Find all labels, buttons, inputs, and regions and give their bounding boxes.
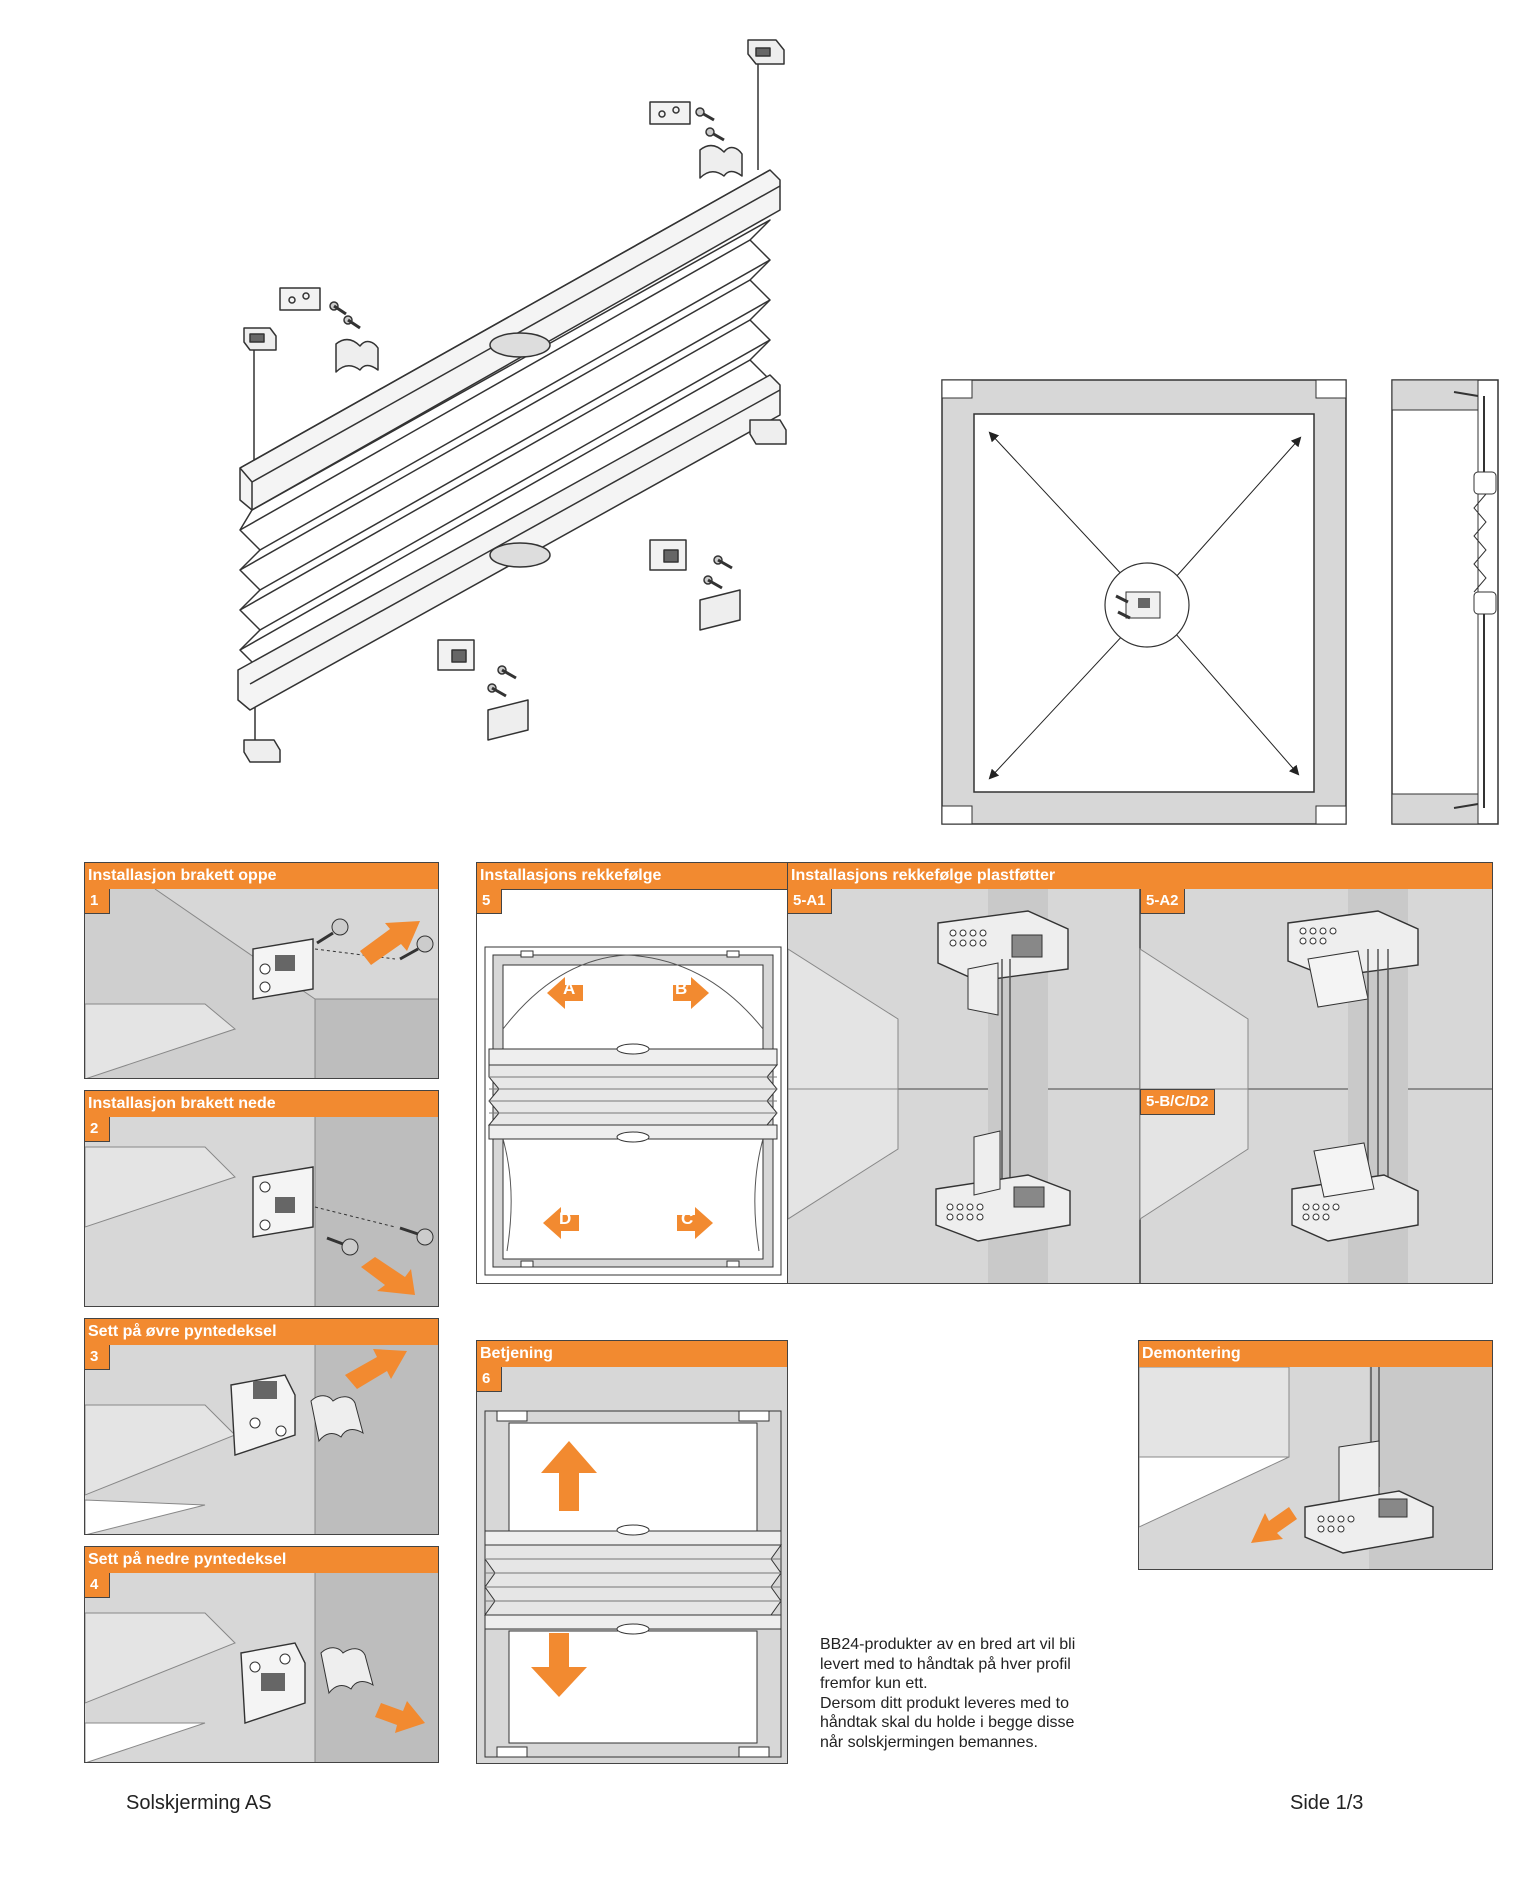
dismount-illustration <box>1139 1367 1492 1569</box>
note-line: når solskjermingen bemannes. <box>820 1733 1038 1751</box>
wall-corner-illustration <box>85 1117 438 1306</box>
panel-top-cover: Sett på øvre pyntedeksel 3 <box>84 1318 439 1535</box>
panel-title: Installasjons rekkefølge <box>477 863 787 890</box>
panel-bracket-top: Installasjon brakett oppe 1 <box>84 862 439 1079</box>
panel-title: Installasjons rekkefølge plastføtter <box>788 863 1492 890</box>
step-number: 6 <box>477 1367 502 1392</box>
note-line: fremfor kun ett. <box>820 1675 928 1692</box>
sub-step-a2: 5-A2 <box>1140 889 1185 914</box>
panel-install-order: Installasjons rekkefølge A B D C 5 <box>476 862 788 1284</box>
panel-plastic-feet: Installasjons rekkefølge plastføtter <box>787 862 1493 1284</box>
side-view-diagram <box>1391 379 1499 825</box>
panel-title: Demontering <box>1139 1341 1492 1368</box>
blind-operation-illustration <box>477 1367 787 1763</box>
step-number: 3 <box>85 1345 110 1370</box>
panel-title: Installasjon brakett nede <box>85 1091 438 1118</box>
note-line: BB24-produkter av en bred art vil bli <box>820 1636 1076 1653</box>
handle-note: BB24-produkter av en bred art vil bli le… <box>820 1635 1120 1752</box>
step-number: 2 <box>85 1117 110 1142</box>
footer-company: Solskjerming AS <box>126 1792 272 1814</box>
step-number: 1 <box>85 889 110 914</box>
panel-bracket-bottom: Installasjon brakett nede 2 <box>84 1090 439 1307</box>
label-d: D <box>559 1209 572 1228</box>
sub-step-bcd2: 5-B/C/D2 <box>1140 1089 1215 1115</box>
blind-sequence-illustration <box>484 946 782 1276</box>
sub-step-a1: 5-A1 <box>788 889 832 914</box>
note-line: håndtak skal du holde i begge disse <box>820 1714 1075 1731</box>
step-number: 4 <box>85 1573 110 1598</box>
panel-operation: Betjening 6 <box>476 1340 788 1764</box>
blind-exploded-illustration <box>237 39 787 763</box>
plastic-feet-illustration <box>788 889 1492 1283</box>
label-a: A <box>563 979 576 998</box>
label-c: C <box>681 1209 694 1228</box>
wall-corner-illustration <box>85 889 438 1078</box>
wall-corner-illustration <box>85 1573 438 1762</box>
wall-corner-illustration <box>85 1345 438 1534</box>
step-number: 5 <box>477 889 502 914</box>
panel-dismount: Demontering <box>1138 1340 1493 1570</box>
panel-title: Betjening <box>477 1341 787 1368</box>
panel-title: Sett på nedre pyntedeksel <box>85 1547 438 1574</box>
panel-title: Sett på øvre pyntedeksel <box>85 1319 438 1346</box>
note-line: levert med to håndtak på hver profil <box>820 1655 1071 1673</box>
note-line: Dersom ditt produkt leveres med to <box>820 1694 1069 1712</box>
footer-page-number: Side 1/3 <box>1290 1792 1364 1814</box>
panel-bottom-cover: Sett på nedre pyntedeksel 4 <box>84 1546 439 1763</box>
panel-title: Installasjon brakett oppe <box>85 863 438 890</box>
window-frame-diagram <box>941 379 1347 825</box>
label-b: B <box>675 979 688 998</box>
